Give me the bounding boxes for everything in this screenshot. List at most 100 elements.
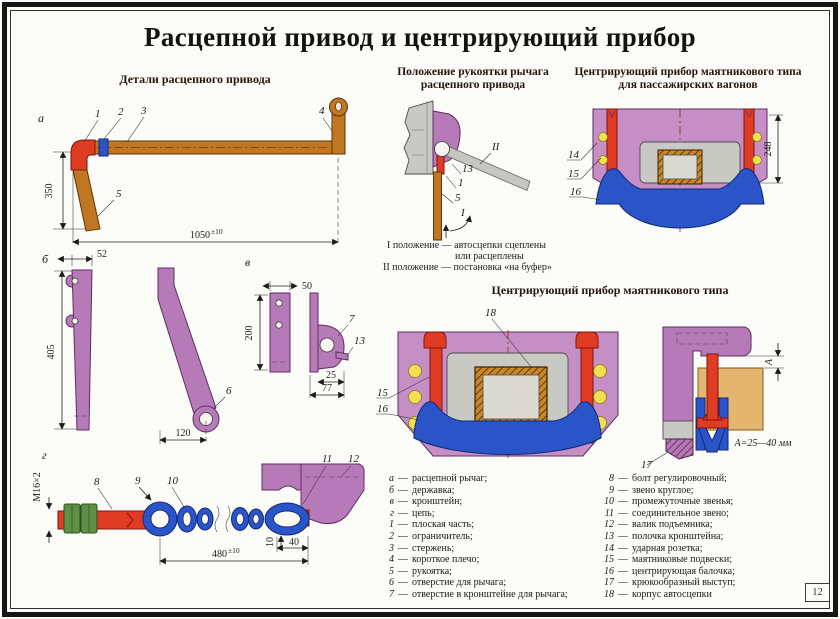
page-number: 12	[805, 583, 830, 602]
diagram-holder: б 52 405 6 120	[42, 249, 232, 444]
centering-beam	[595, 168, 765, 229]
heading-passenger-device-line2: для пассажирских вагонов	[618, 79, 758, 91]
legend-item: 5—рукоятка;	[389, 565, 452, 577]
bracket-front-view	[269, 292, 291, 373]
diagram-centering-side-view: A A=25—40 мм 17	[641, 326, 792, 471]
dim-480: 480	[212, 549, 227, 560]
hanger-rod-side	[706, 353, 719, 421]
legend-item: 3—стержень;	[389, 542, 455, 554]
legend-item: 13—полочка кронштейна;	[604, 530, 724, 542]
legend-left-column: а—расцепной рычаг; б—державка; в—кронште…	[383, 473, 597, 601]
lever-limiter	[98, 138, 109, 157]
diagram-pendulum-centering: 18 15 16	[376, 307, 619, 458]
dim-248: 248	[763, 142, 774, 157]
lifter-bracket-body	[300, 463, 365, 525]
lever-position-1	[433, 171, 442, 241]
legend-item: 6—отверстие для рычага;	[389, 577, 507, 589]
part-label-5: 5	[116, 188, 122, 200]
legend-item: 10—промежуточные звенья;	[604, 496, 734, 508]
diagram-lever-positions: II 13 1 5 I	[403, 100, 531, 241]
legend-item: 4—короткое плечо;	[389, 554, 480, 566]
hook-projection	[665, 438, 694, 460]
dim-480-tol: ±10	[228, 546, 240, 555]
position-note-1: I положение — автосцепки сцеплены	[387, 240, 546, 251]
dim-m16: М16×2	[32, 472, 43, 502]
part-label-14: 14	[568, 149, 580, 161]
legend-item: 1—плоская часть;	[389, 519, 474, 531]
legend-right-column: 8—болт регулировочный; 9—звено круглое; …	[597, 473, 819, 601]
part-label-13: 13	[354, 335, 366, 347]
legend-item: 11—соединительное звено;	[604, 507, 729, 519]
centering-beam-main	[413, 401, 602, 455]
heading-pendulum-device: Центрирующий прибор маятникового типа	[491, 283, 729, 297]
lever-handle	[72, 169, 101, 232]
legend-item: 9—звено круглое;	[609, 484, 694, 496]
legend-item: 16—центрирующая балочка;	[604, 565, 735, 577]
legend-item: 17—крюкообразный выступ;	[604, 577, 736, 589]
diagram-chain: г М16×2	[32, 448, 365, 565]
part-label-4: 4	[319, 105, 325, 117]
part-label-16b: 16	[377, 403, 389, 415]
lever-flat-part	[70, 139, 96, 171]
dim-405: 405	[46, 345, 57, 360]
part-label-11: 11	[322, 453, 332, 465]
bracket-lever-hole	[319, 337, 335, 353]
dim-1050-tol: ±10	[211, 227, 223, 236]
dim-A: A	[764, 358, 775, 366]
part-label-12: 12	[348, 453, 360, 465]
part-label-6: 6	[226, 385, 232, 397]
heading-lever-details: Детали расцепного привода	[119, 72, 271, 86]
part-label-10: 10	[167, 475, 179, 487]
position-note-1b: или расцеплены	[455, 250, 524, 262]
legend-item: 18—корпус автосцепки	[604, 588, 712, 600]
dim-1050: 1050	[190, 230, 210, 241]
bracket-shelf	[335, 351, 349, 361]
legend-item: г—цепь;	[390, 507, 435, 519]
diagram-passenger-centering: 248 14 15 16	[567, 108, 783, 232]
car-end-wall	[403, 100, 434, 175]
dim-40: 40	[289, 537, 299, 548]
position-label-2: II	[491, 141, 501, 153]
part-label-3: 3	[140, 105, 147, 117]
part-label-5b: 5	[455, 192, 461, 204]
heading-lever-positions-line1: Положение рукоятки рычага	[397, 66, 549, 78]
heading-lever-positions: Положение рукоятки рычага расцепного при…	[381, 66, 565, 92]
part-label-16: 16	[570, 186, 582, 198]
legend-item: 2—ограничитель;	[389, 530, 473, 542]
holder-side-view	[157, 267, 217, 424]
view-letter-b: б	[42, 252, 49, 266]
heading-passenger-device-line1: Центрирующий прибор маятникового типа	[574, 66, 802, 78]
side-bracket	[662, 326, 752, 422]
position-notes: I положение — автосцепки сцеплены или ра…	[383, 240, 603, 273]
view-letter-a: а	[38, 111, 44, 125]
legend-item: 12—валик подъемника;	[604, 519, 713, 531]
bracket-hole	[434, 141, 450, 157]
part-label-2: 2	[118, 106, 124, 118]
part-label-15b: 15	[377, 387, 389, 399]
part-label-9: 9	[135, 475, 141, 487]
holder-front-view	[71, 269, 93, 431]
bracket-side-view	[309, 292, 319, 373]
dim-25: 25	[326, 370, 336, 381]
dim-10: 10	[265, 537, 276, 547]
part-label-18: 18	[485, 307, 497, 319]
part-label-7: 7	[349, 313, 355, 325]
dim-50: 50	[302, 281, 312, 292]
dim-77: 77	[322, 383, 332, 394]
lifter-bracket-arm	[261, 463, 307, 491]
diagram-uncoupling-lever: а 350 1 2 3 4 5 1050	[38, 97, 348, 246]
legend-item: 15—маятниковые подвески;	[604, 554, 733, 566]
part-label-8: 8	[94, 476, 100, 488]
lever-position-2	[440, 143, 531, 192]
page-title: Расцепной привод и центрирующий прибор	[143, 22, 697, 52]
legend-item: в—кронштейн;	[389, 496, 463, 508]
legend-item: 14—ударная розетка;	[604, 542, 703, 554]
heading-passenger-device: Центрирующий прибор маятникового типа дл…	[558, 66, 818, 92]
dim-52: 52	[97, 249, 107, 260]
part-label-1b: 1	[458, 177, 464, 189]
legend-item: 8—болт регулировочный;	[609, 473, 727, 484]
dim-120: 120	[176, 428, 191, 439]
heading-lever-positions-line2: расцепного привода	[420, 79, 526, 91]
